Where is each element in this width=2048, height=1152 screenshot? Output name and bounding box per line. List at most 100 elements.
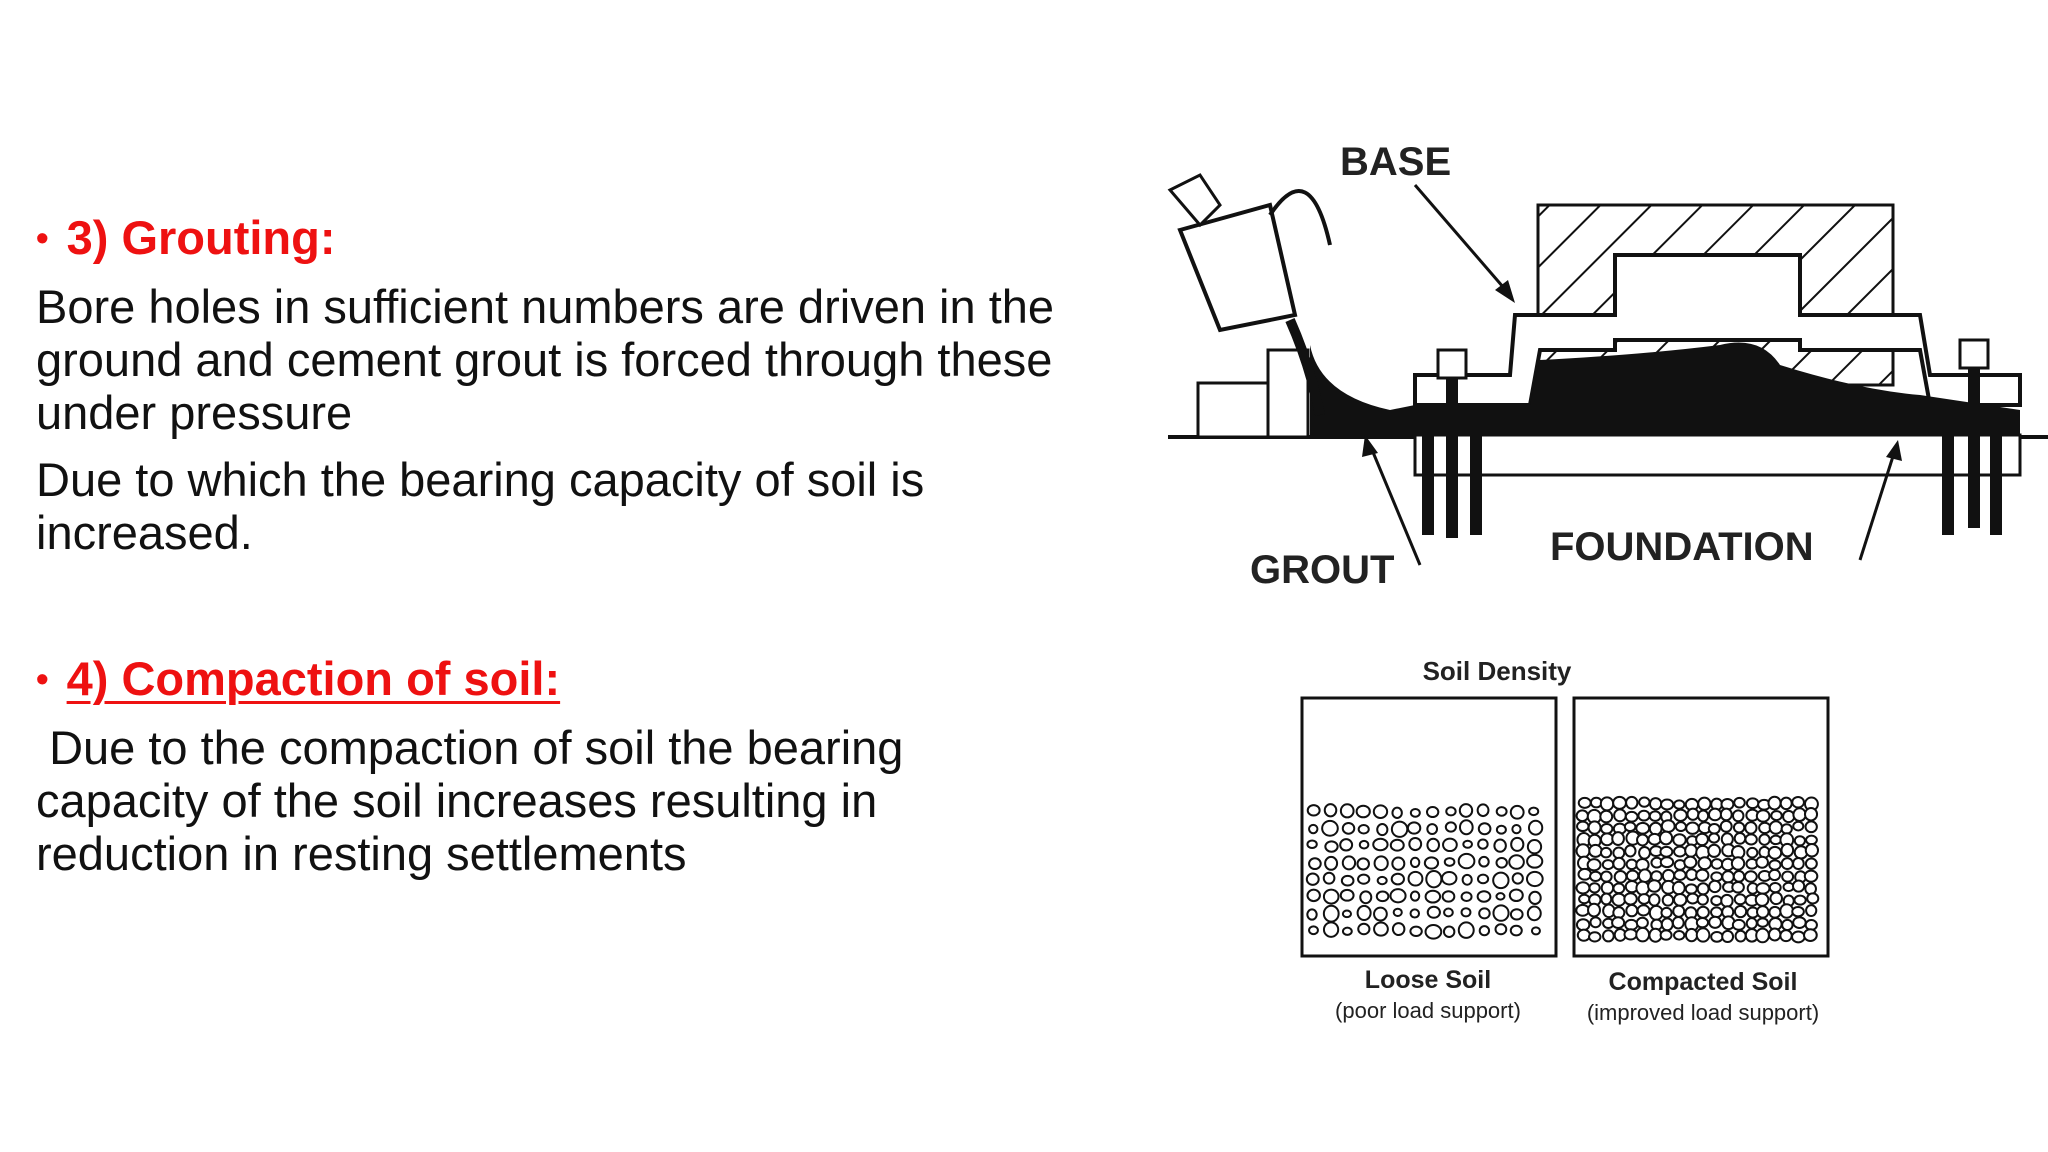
soil-grain bbox=[1322, 904, 1340, 923]
soil-grain bbox=[1755, 809, 1771, 823]
soil-grain bbox=[1755, 905, 1770, 919]
soil-grain bbox=[1324, 840, 1339, 853]
heading-text: 3) Grouting: bbox=[66, 211, 336, 264]
soil-grain bbox=[1600, 823, 1614, 835]
soil-grain bbox=[1647, 832, 1662, 846]
soil-grain bbox=[1635, 880, 1650, 896]
soil-grain bbox=[1733, 796, 1746, 809]
soil-grain bbox=[1768, 905, 1782, 919]
soil-grain bbox=[1495, 824, 1507, 835]
soil-grain bbox=[1586, 858, 1602, 872]
soil-grain bbox=[1357, 823, 1370, 835]
grout-bucket-icon bbox=[1167, 173, 1332, 416]
soil-grain bbox=[1755, 927, 1770, 944]
label-grout: GROUT bbox=[1250, 548, 1394, 592]
soil-grain bbox=[1409, 856, 1421, 869]
soil-grain bbox=[1306, 804, 1321, 817]
soil-grain bbox=[1341, 926, 1353, 936]
soil-grain bbox=[1358, 839, 1370, 850]
soil-grain bbox=[1624, 844, 1637, 858]
soil-grain bbox=[1637, 868, 1652, 884]
soil-grain bbox=[1458, 803, 1474, 818]
soil-grain bbox=[1673, 845, 1687, 858]
soil-grain bbox=[1457, 852, 1476, 870]
soil-grain bbox=[1389, 838, 1405, 852]
soil-grain bbox=[1575, 881, 1591, 895]
soil-grain bbox=[1624, 810, 1639, 823]
soil-grain bbox=[1768, 859, 1782, 871]
soil-grain bbox=[1495, 806, 1508, 817]
soil-grain bbox=[1589, 870, 1603, 883]
soil-grain bbox=[1758, 833, 1771, 846]
soil-grain bbox=[1780, 857, 1794, 871]
soil-grain bbox=[1671, 880, 1686, 896]
soil-grain bbox=[1804, 820, 1818, 834]
soil-grain bbox=[1478, 925, 1491, 937]
soil-grain bbox=[1744, 821, 1758, 835]
soil-grain bbox=[1478, 907, 1491, 920]
soil-grain bbox=[1426, 905, 1441, 919]
soil-grain bbox=[1781, 918, 1794, 932]
soil-grain bbox=[1637, 893, 1651, 905]
soil-grain bbox=[1625, 869, 1640, 882]
soil-grain bbox=[1697, 856, 1712, 871]
soil-grain bbox=[1707, 823, 1721, 835]
soil-grain bbox=[1660, 798, 1675, 811]
soil-grain bbox=[1648, 810, 1662, 822]
soil-grain bbox=[1424, 889, 1442, 904]
compacted-soil-label: Compacted Soil bbox=[1609, 968, 1798, 996]
grouting-paragraph-2: Due to which the bearing capacity of soi… bbox=[36, 453, 925, 559]
soil-grain bbox=[1730, 856, 1746, 871]
soil-grain bbox=[1611, 831, 1625, 846]
compacted-soil-sub: (improved load support) bbox=[1587, 1000, 1819, 1025]
soil-grain bbox=[1648, 821, 1663, 836]
soil-grain bbox=[1509, 908, 1524, 921]
soil-grain bbox=[1755, 855, 1769, 869]
soil-grain bbox=[1733, 893, 1747, 906]
soil-grain bbox=[1623, 892, 1638, 906]
soil-grain bbox=[1460, 907, 1472, 918]
soil-grain bbox=[1695, 927, 1711, 943]
soil-grain bbox=[1743, 870, 1758, 883]
soil-grain bbox=[1408, 836, 1423, 852]
soil-grain bbox=[1710, 906, 1723, 919]
soil-grain bbox=[1391, 856, 1406, 871]
soil-grain bbox=[1476, 873, 1490, 885]
soil-grain bbox=[1599, 846, 1613, 859]
soil-grain bbox=[1424, 923, 1443, 940]
soil-grain bbox=[1804, 857, 1818, 870]
soil-grain bbox=[1426, 837, 1441, 853]
soil-grain bbox=[1601, 859, 1615, 871]
soil-grain bbox=[1804, 843, 1820, 858]
soil-grain bbox=[1613, 808, 1627, 823]
soil-grain bbox=[1392, 907, 1403, 918]
soil-grain bbox=[1409, 890, 1421, 902]
soil-grain bbox=[1461, 873, 1473, 886]
soil-grain bbox=[1442, 925, 1456, 938]
soil-grain bbox=[1638, 796, 1651, 808]
soil-grain bbox=[1746, 846, 1759, 859]
anchor-bolt-right bbox=[1942, 338, 2002, 535]
soil-grain bbox=[1695, 868, 1710, 882]
soil-grain bbox=[1745, 917, 1758, 930]
soil-grain bbox=[1477, 838, 1489, 850]
soil-grain bbox=[1638, 845, 1651, 860]
soil-grain bbox=[1525, 870, 1544, 888]
soil-grain bbox=[1806, 892, 1820, 905]
arrow-foundation bbox=[1858, 440, 1902, 561]
soil-grain bbox=[1458, 819, 1474, 836]
soil-grain bbox=[1575, 918, 1591, 932]
soil-grain bbox=[1373, 855, 1389, 872]
soil-grain bbox=[1339, 803, 1355, 819]
soil-grain bbox=[1376, 875, 1388, 886]
soil-grain bbox=[1767, 795, 1782, 811]
soil-grain bbox=[1768, 820, 1784, 835]
soil-grain bbox=[1697, 796, 1712, 811]
soil-grain bbox=[1745, 797, 1760, 810]
soil-grain bbox=[1443, 907, 1454, 918]
soil-grain bbox=[1425, 869, 1443, 889]
soil-grain bbox=[1672, 904, 1686, 918]
soil-grain bbox=[1636, 904, 1651, 917]
soil-grain bbox=[1426, 823, 1439, 836]
soil-grain bbox=[1441, 871, 1458, 886]
